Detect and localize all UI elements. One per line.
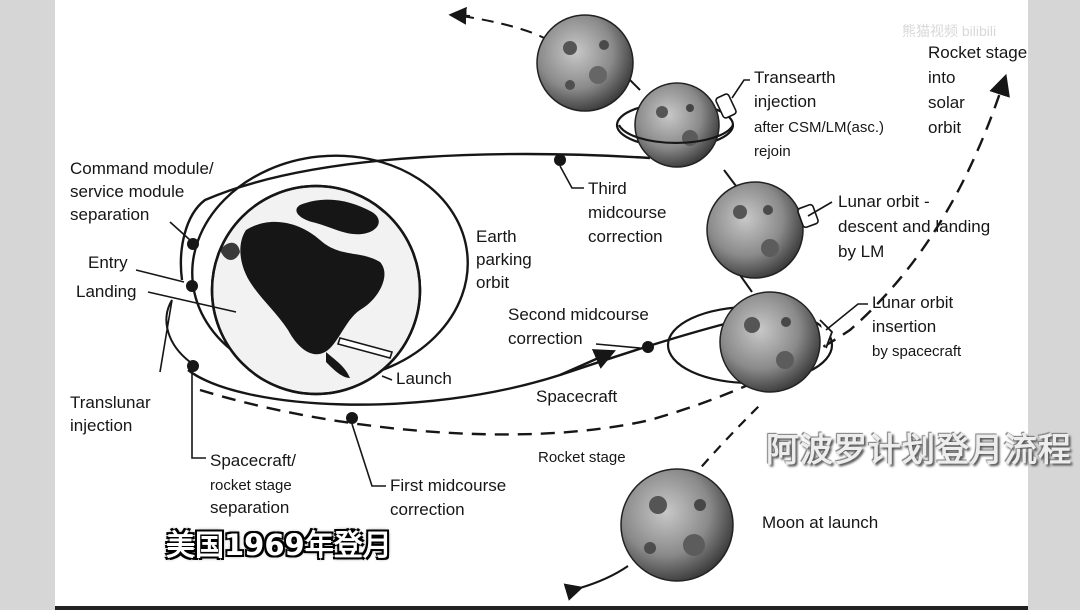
- moon-path-top: [461, 15, 549, 41]
- leader-lines: [135, 79, 868, 487]
- label-landing: Landing: [76, 282, 137, 301]
- label-by-spacecraft: by spacecraft: [872, 343, 962, 360]
- channel-watermark: 熊猫视频 bilibili: [895, 18, 1004, 44]
- label-transearth-injection: Transearth injection: [754, 68, 840, 111]
- moon-at-launch: [620, 468, 734, 582]
- moon-transearth: [615, 82, 737, 168]
- label-launch: Launch: [396, 369, 452, 388]
- moon-launch-dashed: [689, 404, 761, 481]
- event-dots: [186, 154, 654, 424]
- label-lunar-descent: Lunar orbit - descent and landing by LM: [838, 192, 995, 261]
- moon-path-top-arrow: [448, 6, 471, 25]
- left-border-strip: [0, 0, 55, 610]
- label-sc-rocket-separation-1: Spacecraft/: [210, 451, 296, 470]
- label-rocket-stage-solar: Rocket stage into solar orbit: [928, 43, 1032, 137]
- label-transearth-note: after CSM/LM(asc.) rejoin: [754, 119, 888, 160]
- label-translunar-injection: Translunar injection: [70, 393, 155, 435]
- rocket-stage-trajectory: [199, 73, 1010, 436]
- label-cm-sm-separation: Command module/ service module separatio…: [70, 159, 218, 224]
- title-caption: 阿波罗计划登月流程: [766, 430, 1072, 469]
- label-lunar-orbit-insertion: Lunar orbit insertion: [872, 293, 958, 336]
- outbound-arrow: [559, 349, 616, 377]
- label-moon-at-launch: Moon at launch: [762, 513, 878, 532]
- label-earth-parking-orbit: Earth parking orbit: [476, 227, 537, 292]
- moon-path-seg-2: [723, 169, 737, 187]
- label-entry: Entry: [88, 253, 128, 272]
- moon-insertion: [666, 291, 834, 393]
- outbound-trajectory: [187, 318, 741, 406]
- landing-curve: [165, 299, 191, 363]
- label-first-midcourse: First midcourse correction: [390, 476, 511, 519]
- label-spacecraft: Spacecraft: [536, 387, 618, 406]
- earth-globe: [210, 184, 422, 396]
- label-sc-rocket-separation-3: separation: [210, 498, 289, 517]
- launch-rocket-icon: [336, 337, 394, 359]
- right-border-strip: [1028, 0, 1080, 610]
- label-sc-rocket-separation-2: rocket stage: [210, 477, 292, 494]
- label-rocket-stage: Rocket stage: [538, 449, 626, 466]
- label-second-midcourse: Second midcourse correction: [508, 305, 654, 348]
- moon-path-seg-3: [739, 274, 753, 293]
- label-third-midcourse: Third midcourse correction: [588, 179, 671, 246]
- subtitle-caption: 美国1969年登月: [166, 528, 392, 562]
- moon-top: [536, 14, 634, 112]
- moon-path-bottom: [563, 565, 629, 601]
